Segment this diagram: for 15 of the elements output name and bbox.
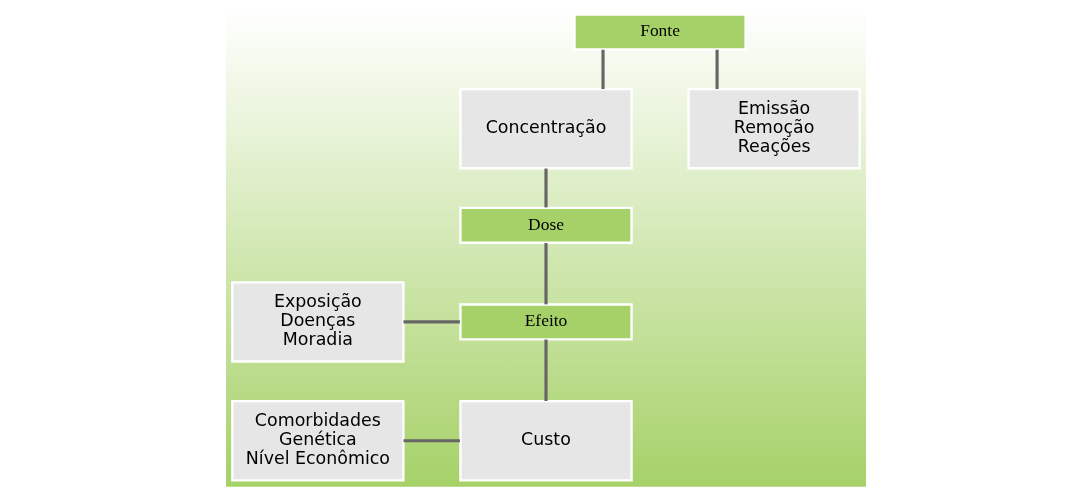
node-box: Efeito <box>459 303 633 341</box>
connector <box>403 439 460 443</box>
connector <box>715 49 719 90</box>
node-box: Custo <box>459 399 633 482</box>
connector <box>601 49 605 90</box>
connector <box>403 320 460 324</box>
node-box: Dose <box>459 206 633 244</box>
node-box: Emissão Remoção Reações <box>687 87 861 170</box>
connector <box>544 168 548 208</box>
node-box: Comorbidades Genética Nível Econômico <box>231 399 405 482</box>
node-box: Concentração <box>459 87 633 170</box>
node-box: Fonte <box>573 13 747 51</box>
node-box: Exposição Doenças Moradia <box>231 281 405 363</box>
connector <box>544 339 548 401</box>
connector <box>544 243 548 305</box>
